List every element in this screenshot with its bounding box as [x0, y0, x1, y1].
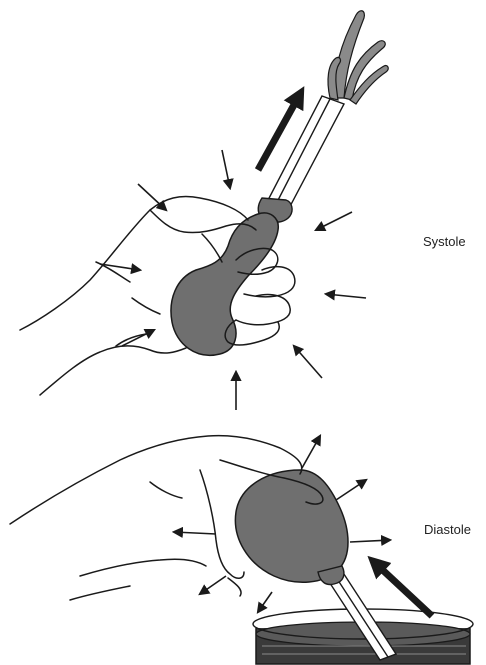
expansion-arrow [302, 436, 320, 468]
relaxed-bulb [235, 470, 348, 582]
pipette-tube [266, 96, 344, 214]
liquid-jet [328, 11, 388, 104]
diastole-label: Diastole [424, 522, 471, 537]
suction-arrow [374, 562, 432, 616]
expansion-arrow [174, 532, 216, 534]
systole-label: Systole [423, 234, 466, 249]
expansion-arrow [350, 540, 390, 542]
expansion-arrow [258, 592, 272, 612]
compression-arrow [294, 346, 322, 378]
compression-arrow [122, 330, 154, 346]
systole-scene [20, 11, 388, 410]
expansion-arrow [200, 576, 226, 594]
compression-arrow [316, 212, 352, 230]
expansion-arrow [336, 480, 366, 500]
compression-arrow [222, 150, 230, 188]
diastole-scene [10, 436, 473, 664]
compression-arrow [326, 294, 366, 298]
compression-arrow [138, 184, 166, 210]
